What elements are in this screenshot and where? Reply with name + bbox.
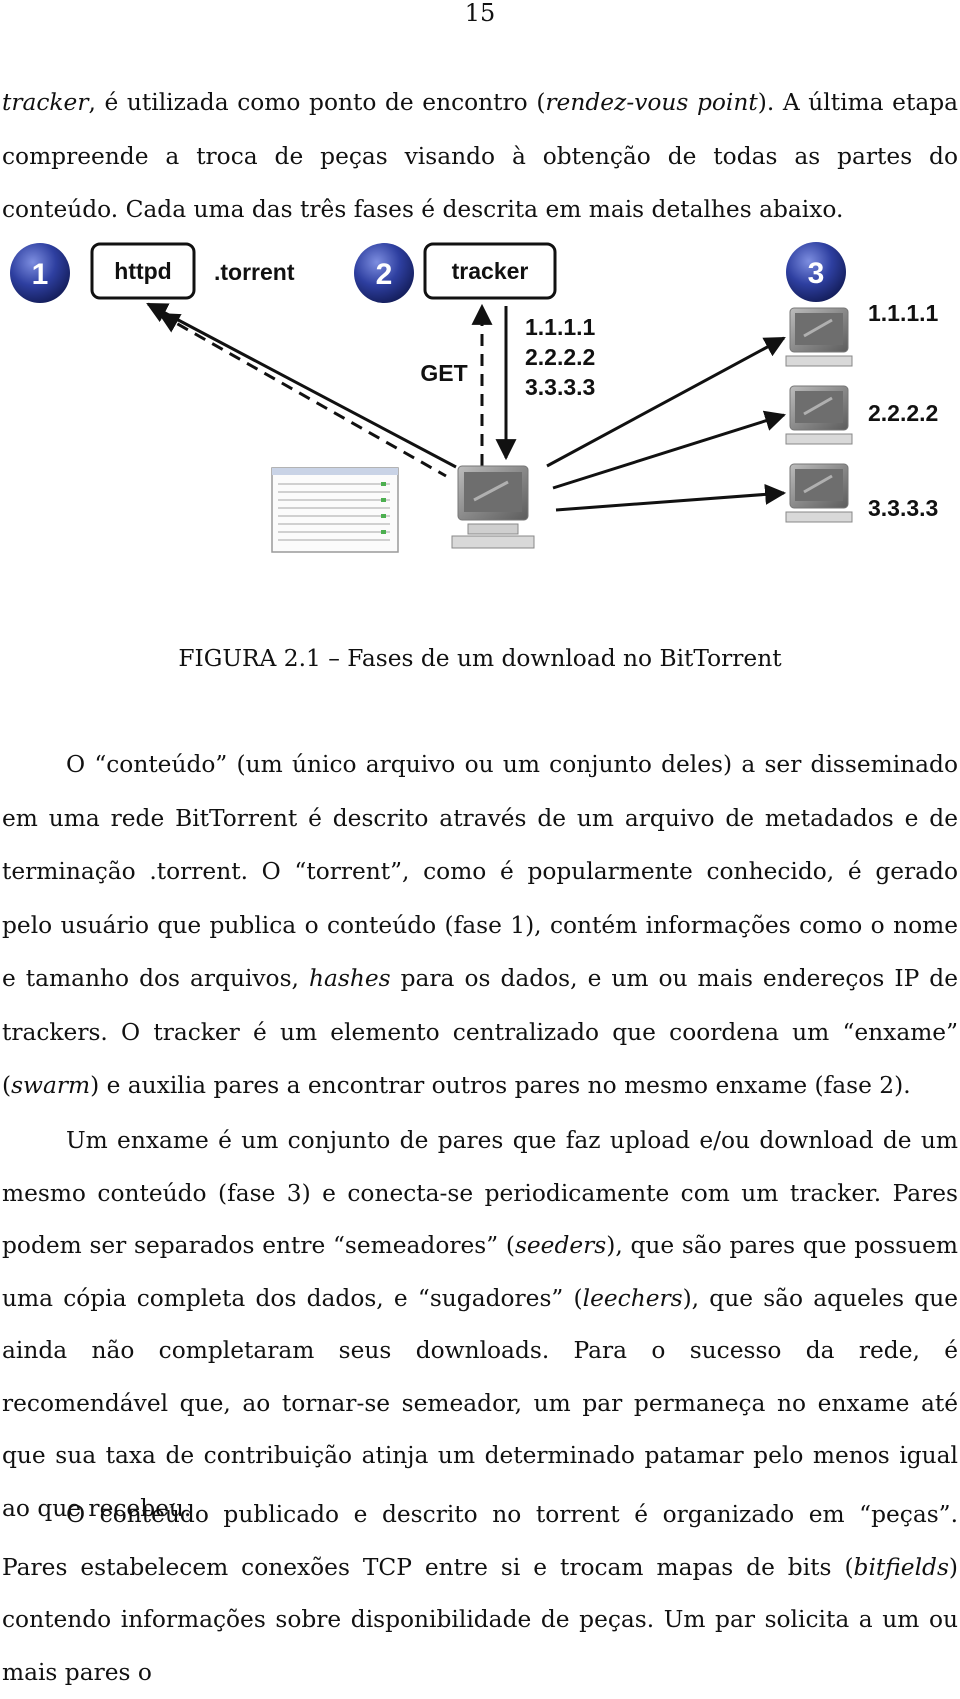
- tracker-ip-2: 2.2.2.2: [525, 344, 595, 370]
- paragraph-swarm-description: Um enxame é um conjunto de pares que faz…: [2, 1115, 958, 1535]
- phase-2-label: 2: [376, 258, 393, 291]
- phase-1-badge: 1: [10, 243, 70, 303]
- p1-text-1: O “conteúdo” (um único arquivo ou um con…: [2, 751, 958, 992]
- peer-computer-2-icon: [785, 385, 853, 445]
- tracker-ip-1: 1.1.1.1: [525, 314, 596, 340]
- term-leechers: leechers: [582, 1284, 683, 1312]
- peer-ip-2: 2.2.2.2: [868, 400, 938, 426]
- peer-computer-3-icon: [785, 463, 853, 523]
- paragraph-torrent-description: O “conteúdo” (um único arquivo ou um con…: [2, 738, 958, 1113]
- torrent-client-window-icon: [271, 467, 399, 553]
- p2-text-1: Um enxame é um conjunto de pares que faz…: [2, 1127, 958, 1259]
- p1-text-2: para os dados, e um ou mais endereços IP…: [2, 965, 958, 1099]
- upload-torrent-arrow: [146, 302, 457, 469]
- peer-3-connection-arrow: [555, 483, 787, 512]
- peer-computer-1-icon: [785, 307, 853, 367]
- peer-1-connection-arrow: [546, 336, 786, 468]
- phase-1-label: 1: [32, 258, 49, 291]
- tracker-label: tracker: [452, 258, 529, 284]
- tracker-ip-3: 3.3.3.3: [525, 374, 595, 400]
- p3-text-1: O conteúdo publicado e descrito no torre…: [2, 1501, 958, 1581]
- p2-text-2: ), que são pares que possuem uma cópia c…: [2, 1232, 958, 1312]
- httpd-label: httpd: [114, 258, 171, 284]
- term-tracker: tracker: [2, 89, 89, 116]
- peer-2-connection-arrow: [552, 410, 787, 490]
- intro-text-1: , é utilizada como ponto de encontro (: [88, 89, 546, 116]
- bittorrent-phases-figure: 1 2 3 httpd .torrent tracker GET 1.1.1.1…: [10, 242, 939, 553]
- tracker-box: tracker: [423, 242, 557, 300]
- phase-3-badge: 3: [786, 242, 846, 302]
- phase-3-label: 3: [808, 257, 825, 290]
- get-label: GET: [420, 360, 467, 386]
- term-hashes: hashes: [308, 965, 391, 992]
- peer-ip-3: 3.3.3.3: [868, 495, 938, 521]
- download-torrent-dashed-arrow: [158, 312, 447, 478]
- phase-2-badge: 2: [354, 243, 414, 303]
- peer-ip-1: 1.1.1.1: [868, 300, 939, 326]
- term-rendez-vous: rendez-vous point: [545, 89, 758, 116]
- httpd-server-box: httpd: [90, 242, 196, 300]
- client-computer-icon: [451, 465, 535, 549]
- term-bitfields: bitfields: [853, 1553, 949, 1581]
- page-number: 15: [464, 0, 496, 27]
- p1-text-3: ) e auxilia pares a encontrar outros par…: [90, 1072, 911, 1099]
- intro-text-2: ). A última etapa compreende a troca de …: [2, 89, 959, 223]
- term-swarm: swarm: [11, 1072, 91, 1099]
- figure-caption: FIGURA 2.1 – Fases de um download no Bit…: [178, 645, 782, 672]
- p2-text-3: ), que são aqueles que ainda não complet…: [2, 1284, 958, 1522]
- term-seeders: seeders: [514, 1232, 607, 1259]
- intro-paragraph: tracker, é utilizada como ponto de encon…: [2, 76, 958, 237]
- torrent-file-label: .torrent: [214, 259, 295, 285]
- paragraph-pieces-description: O conteúdo publicado e descrito no torre…: [2, 1489, 958, 1699]
